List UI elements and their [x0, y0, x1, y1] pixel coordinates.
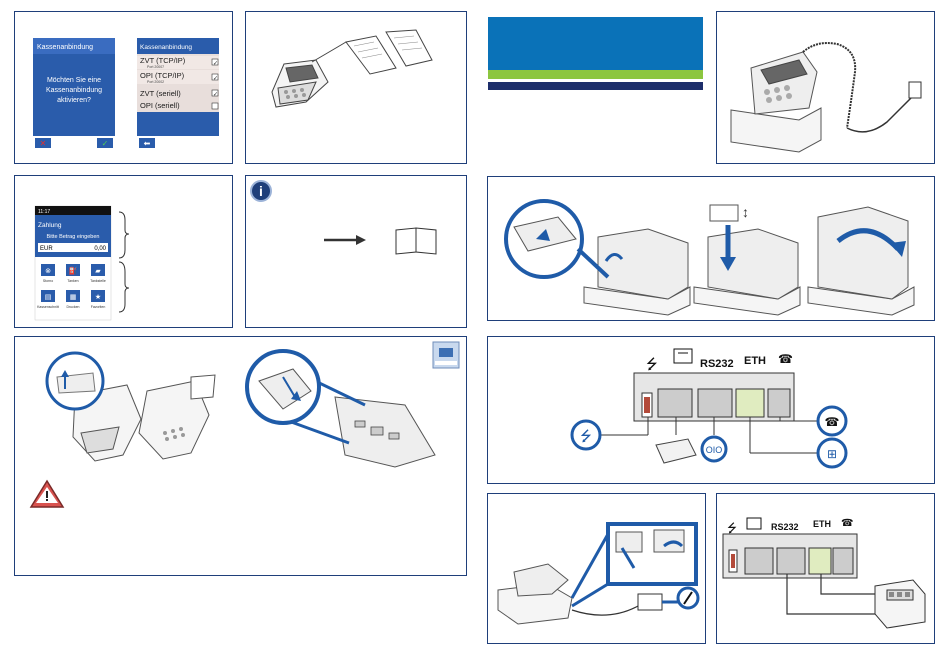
rs232-label-small: RS232 — [771, 522, 799, 532]
terminal-back-illustration — [138, 374, 216, 460]
svg-text:OIO: OIO — [706, 445, 723, 455]
panel-register-connection: ⭍ RS232 ETH ☎ — [716, 493, 935, 644]
cancel-icon: ✕ — [40, 139, 47, 148]
screen-kassen-question: Kassenanbindung Möchten Sie eine Kassena… — [33, 38, 115, 150]
checkbox-zvt-seriell — [211, 89, 219, 97]
rs232-port-2 — [697, 388, 733, 418]
payment-prompt: Bitte Betrag eingeben — [47, 234, 100, 240]
panel-terminal-dock — [716, 11, 935, 164]
storno-icon: ⊗ — [45, 268, 51, 275]
checkbox-opi-seriell — [211, 102, 219, 110]
phone-port-small — [832, 547, 854, 575]
option-zvt-seriell: ZVT (seriell) — [140, 89, 181, 98]
usb-circle-icon — [570, 419, 602, 451]
cash-register-icon — [874, 579, 926, 629]
panel-kassenanbindung: Kassenanbindung Möchten Sie eine Kassena… — [14, 11, 233, 164]
arrow-right-icon — [324, 235, 366, 245]
dock-paper-roll-illustration: ↕ — [693, 204, 801, 316]
back-arrow-icon: ⬅ — [144, 139, 151, 148]
serial-circle-icon — [700, 435, 728, 463]
svg-text:⭍: ⭍ — [580, 428, 592, 444]
panel-payment-screen: 11:17 Zahlung Bitte Betrag eingeben EUR … — [14, 175, 233, 328]
screen-options-title: Kassenanbindung — [140, 44, 192, 51]
panel-port-diagram: ⭍ RS232 ETH ☎ ⭍ OIO ⊞ ☎ — [487, 336, 935, 484]
star-icon: ★ — [95, 293, 101, 301]
terminal-zoom-illustration — [245, 349, 436, 468]
manual-book-icon — [395, 227, 437, 255]
rs232-port-small-1 — [744, 547, 774, 575]
brace-bottom — [118, 261, 130, 313]
amount-value: 0,00 — [94, 246, 106, 252]
eth-label-small: ETH — [813, 519, 831, 529]
eth-port-small — [808, 547, 832, 575]
icon-label-tankstelle: Tankstelle — [90, 279, 106, 283]
printer-icon: ▦ — [70, 294, 77, 301]
svg-text:⊞: ⊞ — [827, 447, 837, 461]
phone-circle-icon — [816, 405, 848, 437]
phone-port-icon: ☎ — [778, 352, 793, 366]
help-badge-icon — [432, 341, 460, 369]
serial-port-icon-small — [746, 517, 762, 530]
warning-icon — [29, 479, 65, 508]
screen-kassen-options: Kassenanbindung ZVT (TCP/IP) Port 20007 … — [137, 38, 219, 150]
rs232-port-small-2 — [776, 547, 806, 575]
tankstelle-icon: ▰ — [95, 268, 101, 275]
icon-label-tanken: Tanken — [67, 279, 78, 283]
svg-text:☎: ☎ — [825, 415, 840, 429]
svg-text:✓: ✓ — [213, 61, 218, 67]
pinpad-device-icon — [655, 438, 697, 464]
option-opi-seriell: OPI (seriell) — [140, 101, 180, 110]
rs232-port-1 — [657, 388, 693, 418]
svg-text:✓: ✓ — [213, 92, 218, 98]
screen-payment: 11:17 Zahlung Bitte Betrag eingeben EUR … — [34, 205, 112, 321]
panel-power-connection — [487, 493, 706, 644]
tanken-icon: ⛽ — [69, 266, 78, 275]
icon-label-storno: Storno — [43, 279, 53, 283]
confirm-icon: ✓ — [102, 139, 109, 148]
updown-arrow-icon: ↕ — [742, 204, 749, 220]
dock-with-cable-illustration — [730, 42, 922, 153]
svg-text:✓: ✓ — [213, 76, 218, 82]
brace-top — [118, 211, 130, 259]
terminal-receipt-illustration — [271, 29, 433, 108]
kassenschnitt-icon: ▤ — [45, 294, 52, 301]
panel-paper-insert — [14, 336, 467, 576]
usb-port-icon-small: ⭍ — [727, 521, 737, 535]
option-opi-tcp-port: Port 20002 — [147, 80, 164, 84]
eth-port — [735, 388, 765, 418]
currency-label: EUR — [40, 246, 53, 252]
dock-closing-illustration — [807, 206, 915, 316]
screen-kassen-q1: Möchten Sie eine — [47, 77, 101, 84]
terminal-front-illustration — [45, 351, 142, 462]
eth-label: ETH — [744, 355, 766, 367]
screen-kassen-title: Kassenanbindung — [37, 44, 93, 51]
network-circle-icon — [816, 437, 848, 469]
checkbox-zvt-tcp — [211, 58, 219, 66]
screen-kassen-q3: aktivieren? — [57, 97, 91, 104]
screen-kassen-q2: Kassenanbindung — [46, 87, 102, 94]
icon-label-favoriten: Favoriten — [91, 305, 106, 309]
option-zvt-tcp-port: Port 20007 — [147, 65, 164, 69]
panel-paper-roll: ↕ — [487, 176, 935, 321]
panel-terminal-receipt — [245, 11, 467, 164]
panel-info-manual: i — [245, 175, 467, 328]
dock-open-illustration — [504, 199, 691, 316]
svg-text:i: i — [259, 183, 263, 199]
usb-port-icon: ⭍ — [646, 356, 658, 372]
option-zvt-tcp: ZVT (TCP/IP) — [140, 56, 186, 65]
brand-logo — [488, 17, 703, 93]
serial-port-icon — [673, 348, 693, 364]
icon-label-drucken: Drucken — [66, 305, 79, 309]
option-opi-tcp: OPI (TCP/IP) — [140, 71, 185, 80]
info-icon: i — [250, 180, 272, 202]
dock-side-illustration — [497, 563, 573, 625]
status-time: 11:17 — [38, 209, 50, 215]
rs232-label: RS232 — [700, 358, 734, 370]
phone-port-icon-small: ☎ — [841, 518, 853, 529]
icon-grid: ⊗ ⛽ ▰ Storno Tanken Tankstelle ▤ ▦ ★ Kas… — [37, 264, 106, 309]
checkbox-opi-tcp — [211, 73, 219, 81]
icon-label-kassenschnitt: Kassenschnitt — [37, 305, 59, 309]
payment-title: Zahlung — [38, 222, 62, 229]
phone-port — [767, 388, 791, 418]
